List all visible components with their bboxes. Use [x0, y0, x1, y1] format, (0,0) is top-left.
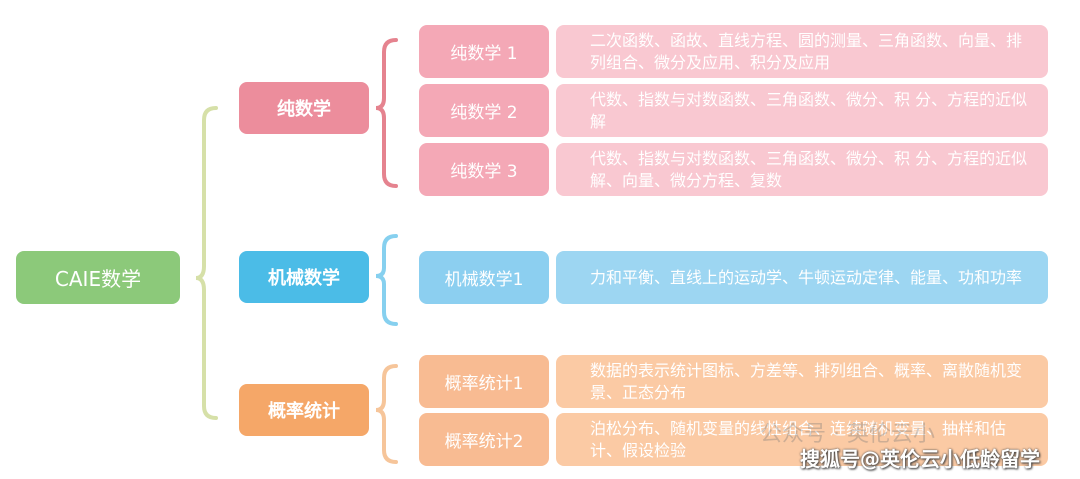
sub-pure-math-1: 纯数学 1	[419, 25, 549, 78]
desc-pure-math-2: 代数、指数与对数函数、三角函数、微分、积 分、方程的近似解	[556, 84, 1048, 137]
watermark-wechat: 公众号 · 英伦云小	[760, 422, 935, 447]
category-pure-math: 纯数学	[239, 82, 369, 134]
desc-statistics-2: 泊松分布、随机变量的线性组合、连续随机变量、抽样和估计、假设检验	[556, 413, 1048, 466]
mech-bracket	[375, 234, 398, 326]
desc-pure-math-3: 代数、指数与对数函数、三角函数、微分、积 分、方程的近似解、向量、微分方程、复数	[556, 143, 1048, 196]
root-bracket	[195, 106, 218, 420]
stats-bracket	[375, 364, 398, 464]
category-mechanics: 机械数学	[239, 251, 369, 303]
sub-statistics-1: 概率统计1	[419, 355, 549, 408]
sub-pure-math-2: 纯数学 2	[419, 84, 549, 137]
sub-statistics-2: 概率统计2	[419, 413, 549, 466]
desc-mechanics-1: 力和平衡、直线上的运动学、牛顿运动定律、能量、功和功率	[556, 251, 1048, 304]
watermark-sohu: 搜狐号@英伦云小低龄留学	[800, 447, 1040, 471]
sub-mechanics-1: 机械数学1	[419, 251, 549, 304]
desc-statistics-1: 数据的表示统计图标、方差等、排列组合、概率、离散随机变景、正态分布	[556, 355, 1048, 408]
category-statistics: 概率统计	[239, 384, 369, 436]
desc-pure-math-1: 二次函数、函故、直线方程、圆的测量、三角函数、向量、排列组合、微分及应用、积分及…	[556, 25, 1048, 78]
pure-bracket	[375, 38, 398, 188]
sub-pure-math-3: 纯数学 3	[419, 143, 549, 196]
root-node: CAIE数学	[16, 251, 180, 304]
